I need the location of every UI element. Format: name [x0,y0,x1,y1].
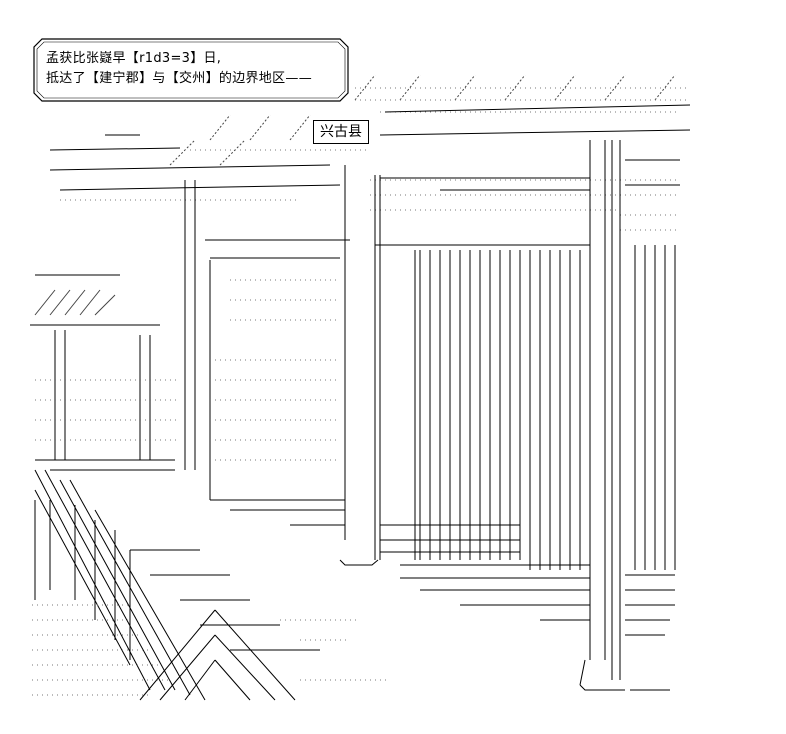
ground-lines [130,499,675,691]
gate-place-sign: 兴古县 [313,120,369,144]
left-wall-hatching [34,289,116,316]
narration-text: 孟获比张嶷早【r1d3=3】日, 抵达了【建宁郡】与【交州】的边界地区—— [46,49,312,89]
gate-pillars [184,140,621,680]
bottom-roof [139,609,296,701]
roof-dots [60,87,690,231]
narration-line-1: 孟获比张嶷早【r1d3=3】日, [46,51,222,66]
stair-railing [34,469,206,701]
narration-line-2: 抵达了【建宁郡】与【交州】的边界地区—— [46,71,313,86]
narration-frame [33,38,349,102]
gate-doors [414,245,676,570]
gate-base [339,559,625,691]
bottom-dots [32,279,390,696]
narration-box: 孟获比张嶷早【r1d3=3】日, 抵达了【建宁郡】与【交州】的边界地区—— [32,37,350,103]
left-wall [30,274,175,471]
eave-beams [49,104,691,259]
